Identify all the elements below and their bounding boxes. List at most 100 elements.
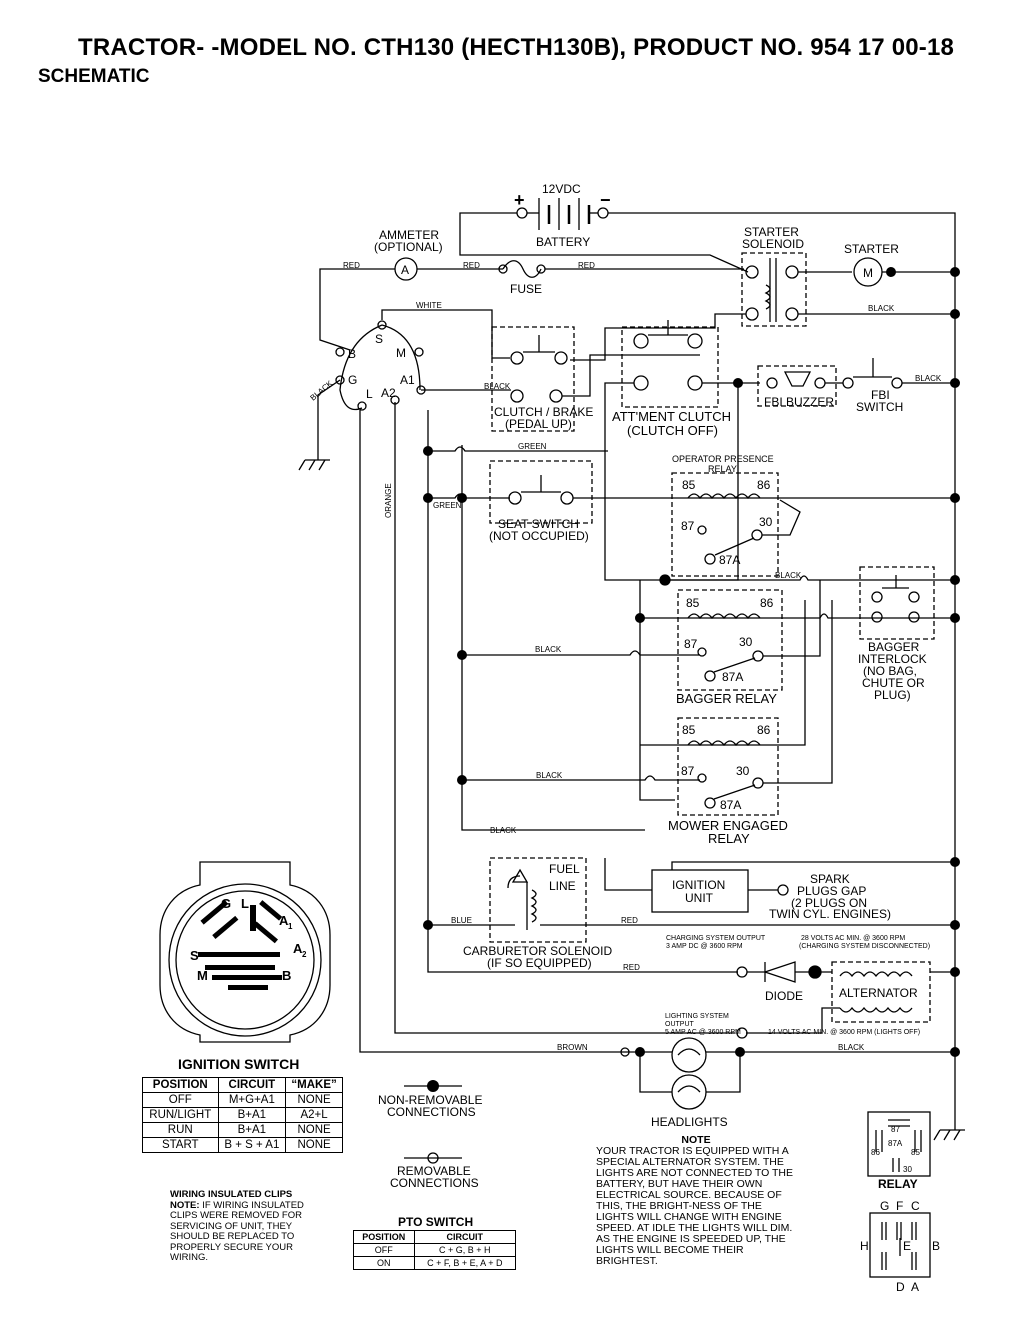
bagger-interlock-label-2: INTERLOCK (858, 652, 927, 666)
face-a1: A (279, 913, 289, 928)
spark-label-4: TWIN CYL. ENGINES) (769, 907, 891, 921)
face-g: G (221, 896, 231, 911)
ignition-switch-table: POSITION CIRCUIT “MAKE” OFF M+G+A1 NONE … (142, 1077, 343, 1153)
battery-symbol (516, 198, 609, 230)
operator-presence-relay (671, 472, 779, 577)
bagger-relay-30: 30 (739, 635, 753, 649)
wire-label-red-2: RED (463, 261, 480, 270)
legend-removable: REMOVABLE (397, 1164, 471, 1178)
cell: B+A1 (217, 1122, 287, 1138)
legend-non-removable: NON-REMOVABLE (378, 1093, 482, 1107)
page-title: TRACTOR- -MODEL NO. CTH130 (HECTH130B), … (78, 34, 955, 61)
terminal-m: M (396, 346, 406, 360)
pto-pin-box (869, 1212, 931, 1278)
pto-pin-a: A (911, 1280, 919, 1294)
wire-label-red-1: RED (343, 261, 360, 270)
clips-note-text: IF WIRING INSULATED CLIPS WERE REMOVED F… (170, 1199, 304, 1263)
attment-clutch-label: ATT'MENT CLUTCH (612, 409, 731, 424)
wire-label-red-carb: RED (621, 916, 638, 925)
fbi-buzzer-label: FBI BUZZER (764, 395, 834, 409)
bagger-interlock (859, 566, 935, 640)
alternator-label: ALTERNATOR (839, 986, 918, 1000)
wire-label-green-2: GREEN (433, 501, 462, 510)
charging-output-label: CHARGING SYSTEM OUTPUT (666, 935, 766, 942)
spark-label-2: PLUGS GAP (797, 884, 866, 898)
wire-label-black-fbi: BLACK (915, 374, 942, 383)
bagger-relay-87a: 87A (722, 670, 743, 684)
mower-relay-30: 30 (736, 764, 750, 778)
face-a1-sub: 1 (288, 922, 293, 931)
pto-pin-c: C (911, 1199, 920, 1213)
cell: OFF (353, 1243, 415, 1257)
starter-label: STARTER (844, 242, 899, 256)
cell: OFF (142, 1092, 219, 1108)
pto-pin-f: F (896, 1199, 903, 1213)
pto-pin-d: D (896, 1280, 905, 1294)
battery-plus: + (514, 190, 525, 210)
wire-label-black-ground: BLACK (309, 378, 335, 402)
page-subtitle: SCHEMATIC (38, 66, 150, 87)
bagger-interlock-label-3: (NO BAG, (863, 664, 917, 678)
fuel-label: FUEL (549, 862, 580, 876)
starter-solenoid-label-2: SOLENOID (742, 237, 804, 251)
op-relay-85: 85 (682, 478, 696, 492)
main-note-title: NOTE (681, 1134, 711, 1146)
volts14-label: 14 VOLTS AC MIN. @ 3600 RPM (LIGHTS OFF) (768, 1029, 920, 1036)
relay-legend-87a: 87A (888, 1139, 903, 1148)
wire-label-red-3: RED (578, 261, 595, 270)
terminal-g: G (348, 373, 357, 387)
op-relay-30: 30 (759, 515, 773, 529)
cell: RUN/LIGHT (142, 1107, 219, 1123)
ignition-unit-box (651, 869, 749, 913)
cell: NONE (285, 1122, 343, 1138)
col-position: POSITION (353, 1230, 415, 1244)
pto-pin-h: H (860, 1239, 869, 1253)
pto-pin-g: G (880, 1199, 889, 1213)
op-relay-sub-label: RELAY (708, 464, 737, 474)
wire-label-black-ignition: BLACK (490, 826, 517, 835)
col-position: POSITION (142, 1077, 219, 1093)
ammeter-optional-label: (OPTIONAL) (374, 240, 443, 254)
terminal-s: S (375, 332, 383, 346)
mower-relay-87: 87 (681, 764, 695, 778)
op-relay-87: 87 (681, 519, 695, 533)
fbi-buzzer-box (757, 365, 837, 407)
wiring-clips-note: WIRING INSULATED CLIPS NOTE: IF WIRING I… (170, 1189, 330, 1264)
cell: M+G+A1 (217, 1092, 287, 1108)
alternator-note: NOTE YOUR TRACTOR IS EQUIPPED WITH A SPE… (596, 1135, 796, 1267)
clips-note-title: WIRING INSULATED CLIPS (170, 1189, 293, 1200)
wire-label-orange: ORANGE (384, 483, 393, 518)
bagger-interlock-label-5: PLUG) (874, 688, 911, 702)
face-b: B (282, 968, 291, 983)
wire-label-black-clutch: BLACK (484, 382, 511, 391)
op-relay-87a: 87A (719, 553, 740, 567)
mower-relay-85: 85 (682, 723, 696, 737)
bagger-relay-label: BAGGER RELAY (676, 691, 777, 706)
mower-relay-87a: 87A (720, 798, 741, 812)
table-row: OFF M+G+A1 NONE (142, 1092, 343, 1108)
bagger-relay-86: 86 (760, 596, 774, 610)
bagger-interlock-label-4: CHUTE OR (862, 676, 925, 690)
wire-label-black-lights: BLACK (838, 1043, 865, 1052)
cell: C + G, B + H (413, 1243, 517, 1257)
pto-pin-e: E (903, 1239, 911, 1253)
legend-non-removable-2: CONNECTIONS (387, 1105, 476, 1119)
fuse-symbol (502, 260, 542, 278)
spark-label-1: SPARK (810, 872, 850, 886)
seat-switch (489, 460, 593, 524)
terminal-b: B (348, 347, 356, 361)
terminal-l: L (366, 387, 373, 401)
table-row: RUN/LIGHT B+A1 A2+L (142, 1107, 343, 1123)
wire-label-red-charge: RED (623, 963, 640, 972)
seat-switch-sub-label: (NOT OCCUPIED) (489, 529, 589, 543)
mower-relay-label: MOWER ENGAGED (668, 818, 788, 833)
charging-output-sub-label: 3 AMP DC @ 3600 RPM (666, 943, 743, 950)
face-m: M (197, 968, 208, 983)
op-relay-86: 86 (757, 478, 771, 492)
cell: ON (353, 1256, 415, 1270)
ignition-switch-face (159, 861, 331, 1043)
col-circuit: CIRCUIT (217, 1077, 287, 1093)
headlights-label: HEADLIGHTS (651, 1115, 728, 1129)
face-a2-sub: 2 (302, 950, 307, 959)
starter-solenoid-label: STARTER (744, 225, 799, 239)
